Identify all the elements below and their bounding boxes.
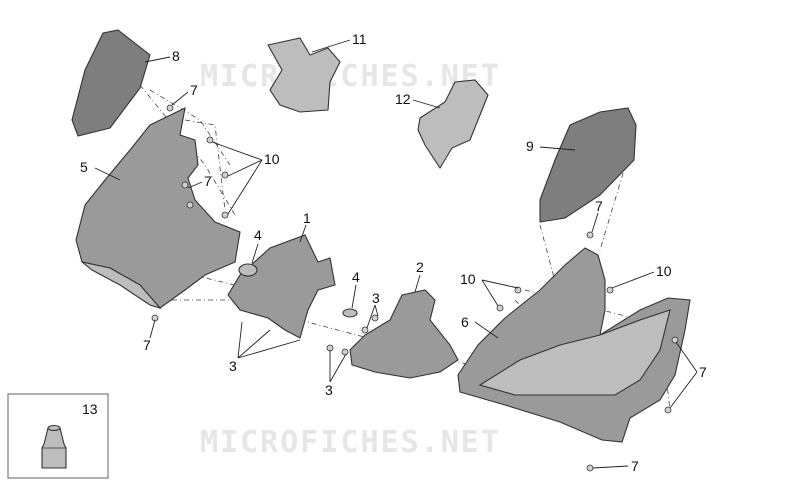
callout-3: 3 — [325, 382, 333, 398]
inset-part-13: 13 — [7, 393, 109, 479]
callout-7: 7 — [631, 458, 639, 474]
callout-12: 12 — [395, 91, 411, 107]
watermark-top: MICROFICHES.NET — [200, 59, 501, 94]
callout-1: 1 — [303, 210, 311, 226]
part-4-grommet-right — [342, 308, 358, 318]
callout-10: 10 — [264, 151, 280, 167]
part-13-top — [47, 424, 61, 432]
part-6-highlight — [478, 309, 671, 396]
callout-3: 3 — [229, 358, 237, 374]
part-5-inner-edge — [81, 261, 162, 310]
callout-7: 7 — [143, 337, 151, 353]
callout-13: 13 — [82, 401, 98, 417]
part-9-panel — [539, 107, 637, 223]
part-12-panel — [417, 79, 489, 170]
watermark-bottom: MICROFICHES.NET — [200, 425, 501, 460]
fasteners — [151, 104, 679, 472]
callout-10: 10 — [460, 271, 476, 287]
part-1-inner-panel — [227, 234, 336, 339]
callout-4: 4 — [254, 227, 262, 243]
callout-10: 10 — [656, 263, 672, 279]
callout-7: 7 — [204, 173, 212, 189]
leader-lines — [94, 39, 698, 469]
part-2-front-cover — [349, 289, 459, 379]
callout-6: 6 — [461, 314, 469, 330]
callout-4: 4 — [352, 269, 360, 285]
part-4-grommet-left — [238, 263, 258, 277]
part-8-panel — [71, 29, 151, 137]
callout-labels: 8 7 5 10 7 11 12 9 7 4 1 4 2 3 10 10 6 7… — [80, 31, 707, 474]
callout-9: 9 — [526, 138, 534, 154]
part-11-panel — [267, 37, 341, 113]
callout-7: 7 — [190, 82, 198, 98]
callout-11: 11 — [352, 31, 367, 47]
callout-2: 2 — [416, 259, 424, 275]
callout-5: 5 — [80, 159, 88, 175]
callout-7: 7 — [595, 198, 603, 214]
part-5-side-fairing — [75, 107, 241, 309]
callout-8: 8 — [172, 48, 180, 64]
callout-3: 3 — [372, 290, 380, 306]
callout-7: 7 — [699, 364, 707, 380]
